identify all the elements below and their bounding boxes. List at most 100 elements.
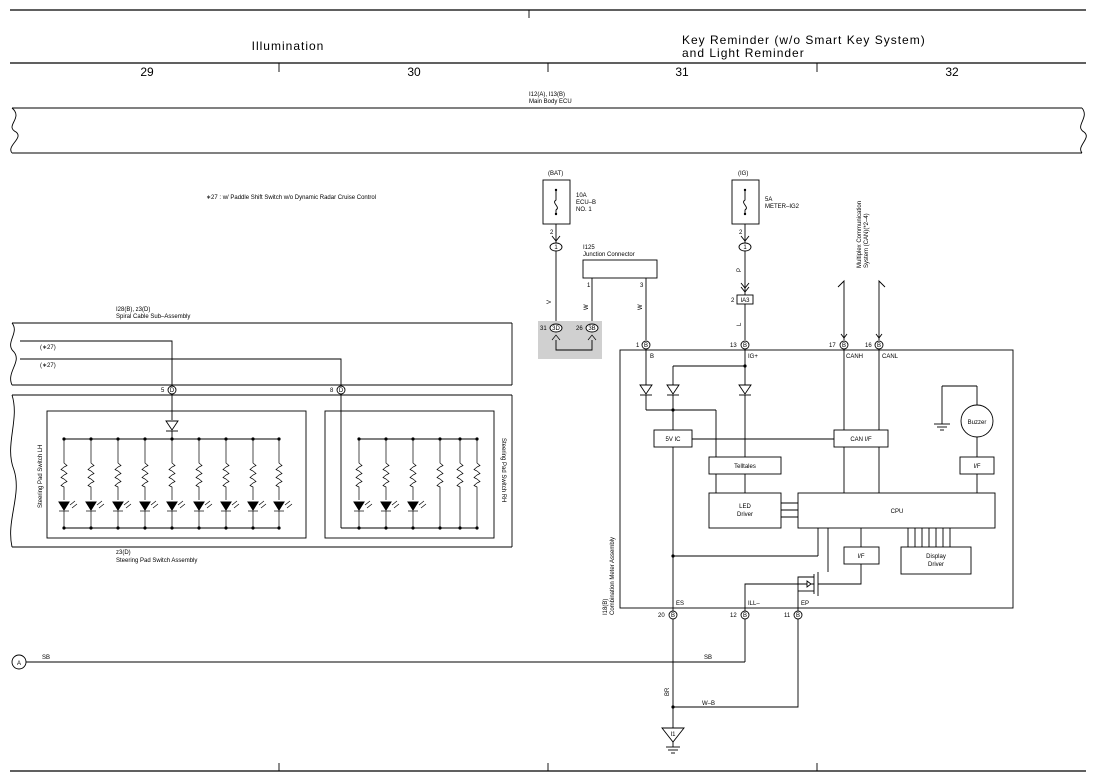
ref-a: A [17,661,21,667]
ground-wiring: A SB SB BR W–B I1 [11,619,799,754]
conn-3d-label: 3D [552,326,560,332]
junction-code: I125 [583,245,595,251]
junction-dot [143,526,147,530]
junction-dot [475,526,479,530]
steering-pad-assembly: z3(D) Steering Pad Switch Assembly Steer… [10,394,513,564]
block-5v-ic: 5V IC [665,437,681,443]
column-29: 29 [140,65,154,79]
resistor [249,439,257,500]
block-if-lower: I/F [858,554,865,560]
steering-lh-label: Steering Pad Switch LH [38,445,44,508]
bat-fuse-rating: 10A [576,193,587,199]
wire-p: P [737,268,743,272]
block-led-line2: Driver [737,512,753,518]
block-telltales: Telltales [734,464,756,470]
led-rays [258,500,267,509]
resistor [436,439,444,500]
wire-wb: W–B [702,701,715,707]
pin-13-num: 13 [730,343,737,349]
junction-dot [170,526,174,530]
led-diode [58,501,70,511]
connector-block-3d-3b: 31 3D 26 3B [538,321,602,359]
ia3-pin: 2 [731,298,735,304]
junction-dot [251,526,255,530]
column-32: 32 [945,65,959,79]
resistor [60,439,68,500]
column-31: 31 [675,65,689,79]
block-led-line1: LED [739,504,751,510]
junction-dot [357,526,361,530]
resistor [355,439,363,500]
column-30: 30 [407,65,421,79]
ig-fuse-name: METER–IG2 [765,204,800,210]
spiral-cable: I28(B), z3(D) Spiral Cable Sub–Assembly … [10,307,513,395]
led-rays [150,500,159,509]
led-diode [353,501,365,511]
junction-dot [89,526,93,530]
resistor [222,439,230,500]
resistor [195,439,203,500]
wire-l: L [737,322,743,326]
led-rays [96,500,105,509]
resistor [382,439,390,500]
pin-11-conn: B [796,613,800,619]
pin-13-name: IG+ [748,354,758,360]
wire-w2: W [638,304,644,310]
spiral-codes: I28(B), z3(D) [116,307,150,313]
ground-i1: I1 [670,732,676,738]
led-diode [112,501,124,511]
block-display-line2: Driver [928,562,944,568]
pin-1-num: 1 [636,343,640,349]
led-diode [380,501,392,511]
pin-16-conn: B [877,343,881,349]
ig-conn: 1 [743,245,747,251]
pin-12-name: ILL– [748,601,760,607]
junction-dot [116,526,120,530]
block-buzzer: Buzzer [968,420,987,426]
block-can-if: CAN I/F [850,437,872,443]
header: Illumination Key Reminder (w/o Smart Key… [10,9,1086,79]
bat-fuse-number: NO. 1 [576,207,592,213]
wire-v: V [547,300,553,304]
led-rays [69,500,78,509]
resistor [114,439,122,500]
conn-31-label: 31 [540,326,547,332]
spiral-name: Spiral Cable Sub–Assembly [116,314,190,320]
junction-pin1: 1 [587,283,591,289]
meter-code: I18(B) [603,599,609,615]
junction-dot [197,526,201,530]
junction-dot [224,526,228,530]
pin-20-conn: B [671,613,675,619]
pin-11-name: EP [801,601,809,607]
junction-dot [458,526,462,530]
multiplex-line2: System (CAN)(*2–4) [864,213,870,268]
ecu-name: Main Body ECU [529,99,572,105]
led-diode [407,501,419,511]
spiral-tag2: (∗27) [40,363,56,369]
led-diode [247,501,259,511]
junction-dot [277,526,281,530]
led-diode [166,501,178,511]
ig-source: (IG) [738,171,748,177]
junction-dot [384,526,388,530]
resistor [87,439,95,500]
bat-fuse: (BAT) 10A ECU–B NO. 1 2 1 V [542,171,596,322]
can-bus: Multiplex Communication System (CAN)(*2–… [837,201,886,340]
ig-fuse-rating: 5A [765,197,772,203]
pin-12-conn: B [743,613,747,619]
light-reminder-title: and Light Reminder [682,46,805,60]
steering-code: z3(D) [116,550,131,556]
pin-17-name: CANH [846,354,863,360]
junction-dot [62,526,66,530]
wire-w1: W [584,304,590,310]
block-display-line1: Display [926,554,946,560]
spiral-pin5: 5 [161,388,165,394]
steering-rh-label: Steering Pad Switch RH [500,438,506,502]
led-diode [139,501,151,511]
led-diode [85,501,97,511]
ia3-label: IA3 [740,298,750,304]
conn-3b-label: 3B [588,326,595,332]
junction-name: Junction Connector [583,252,635,258]
wire-sb1: SB [42,655,50,661]
